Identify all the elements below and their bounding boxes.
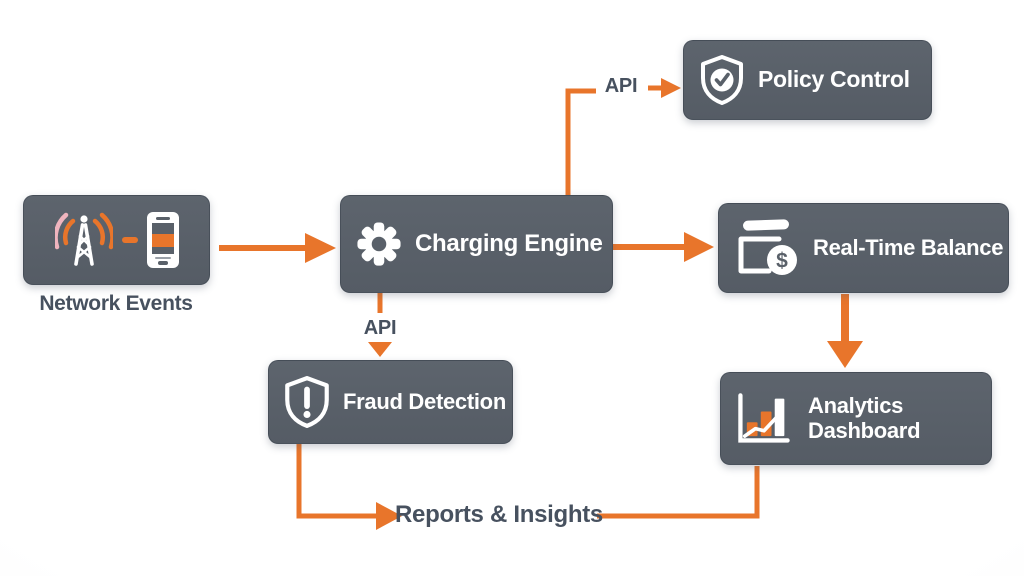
shield-alert-icon xyxy=(285,376,329,428)
node-real-time-balance: $ Real-Time Balance xyxy=(718,203,1009,293)
elbow-analytics-to-reports xyxy=(597,466,760,519)
node-fraud-detection: Fraud Detection xyxy=(268,360,513,444)
mobile-phone-icon xyxy=(146,212,179,268)
wallet-dollar-icon: $ xyxy=(738,219,797,275)
policy-control-label: Policy Control xyxy=(758,66,910,93)
node-analytics-dashboard: Analytics Dashboard xyxy=(720,372,992,465)
api-edge-label-policy: API xyxy=(604,75,638,97)
svg-text:$: $ xyxy=(776,250,788,273)
gear-icon xyxy=(357,222,401,266)
arrow-api-to-policy xyxy=(648,78,681,98)
elbow-charging-to-api-top xyxy=(565,88,596,195)
charging-engine-label: Charging Engine xyxy=(415,229,603,257)
node-charging-engine: Charging Engine xyxy=(340,195,613,293)
api-edge-label-fraud: API xyxy=(363,317,397,339)
real-time-balance-label: Real-Time Balance xyxy=(813,234,1004,260)
node-policy-control: Policy Control xyxy=(683,40,932,120)
arrow-balance-to-analytics xyxy=(827,294,863,368)
arrow-charging-to-balance xyxy=(600,232,714,262)
link-dash-icon xyxy=(121,237,138,243)
node-network-events xyxy=(23,195,210,285)
cell-tower-signal-icon xyxy=(54,212,113,266)
shield-check-icon xyxy=(701,55,743,105)
network-events-label: Network Events xyxy=(39,292,193,315)
bar-chart-icon xyxy=(738,392,790,443)
reports-insights-label: Reports & Insights xyxy=(395,501,603,528)
analytics-dashboard-label: Analytics Dashboard xyxy=(808,393,921,443)
fraud-detection-label: Fraud Detection xyxy=(343,388,506,414)
arrow-network-to-charging xyxy=(219,233,336,263)
